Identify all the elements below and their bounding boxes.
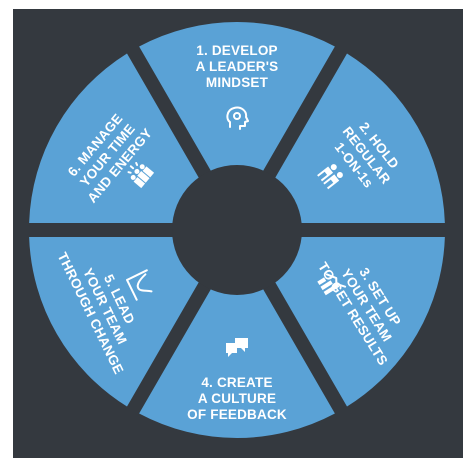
segment-1-line-3: MINDSET xyxy=(206,75,269,90)
chat-bubbles-icon xyxy=(226,338,248,357)
segment-6: 6. MANAGE YOUR TIME AND ENERGY xyxy=(29,53,206,224)
center-hub xyxy=(172,165,302,295)
segment-1-shape xyxy=(139,21,335,182)
segment-4-line-1: 4. CREATE xyxy=(201,375,272,390)
team-energy-icon xyxy=(127,161,155,189)
growth-chart-icon xyxy=(317,273,347,296)
segment-5-shape xyxy=(29,236,206,407)
head-gear-icon xyxy=(226,106,249,130)
segment-1: 1. DEVELOP A LEADER'S MINDSET xyxy=(139,21,335,182)
segment-4-line-3: OF FEEDBACK xyxy=(187,407,287,422)
segment-1-line-1: 1. DEVELOP xyxy=(196,43,278,58)
segment-1-label: 1. DEVELOP A LEADER'S MINDSET xyxy=(196,43,279,90)
segment-1-line-2: A LEADER'S xyxy=(196,59,279,74)
change-curve-icon xyxy=(126,269,153,301)
segment-4-label: 4. CREATE A CULTURE OF FEEDBACK xyxy=(187,375,287,422)
segment-4-line-2: A CULTURE xyxy=(198,391,276,406)
segment-4: 4. CREATE A CULTURE OF FEEDBACK xyxy=(139,278,335,438)
segment-4-shape xyxy=(139,278,335,438)
segment-2: 2. HOLD REGULAR 1-ON-1s xyxy=(268,53,445,224)
segment-6-shape xyxy=(29,53,206,224)
segment-5: 5. LEAD YOUR TEAM THROUGH CHANGE xyxy=(29,236,206,407)
segment-3: 3. SET UP YOUR TEAM TO GET RESULTS xyxy=(268,236,445,407)
segment-3-shape xyxy=(268,236,445,407)
two-people-icon xyxy=(317,164,343,190)
segment-2-shape xyxy=(268,53,445,224)
